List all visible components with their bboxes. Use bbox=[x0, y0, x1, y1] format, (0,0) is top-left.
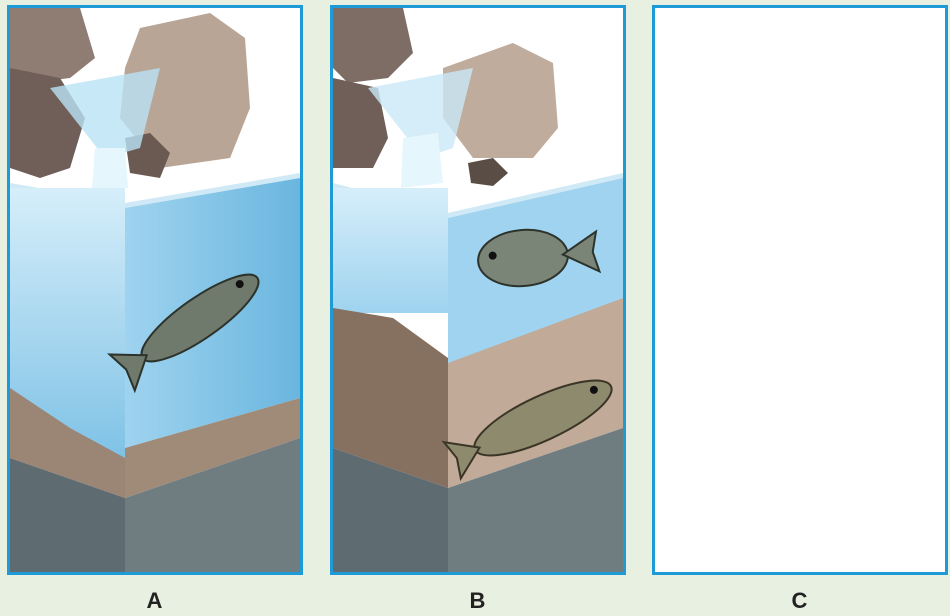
panel-label-c: C bbox=[652, 588, 948, 614]
panel-b bbox=[330, 5, 626, 575]
panel-label-a: A bbox=[7, 588, 303, 614]
panel-c bbox=[652, 5, 948, 575]
panel-b-illustration bbox=[333, 8, 623, 572]
panel-a-illustration bbox=[10, 8, 300, 572]
panel-label-b: B bbox=[330, 588, 626, 614]
panel-a bbox=[7, 5, 303, 575]
